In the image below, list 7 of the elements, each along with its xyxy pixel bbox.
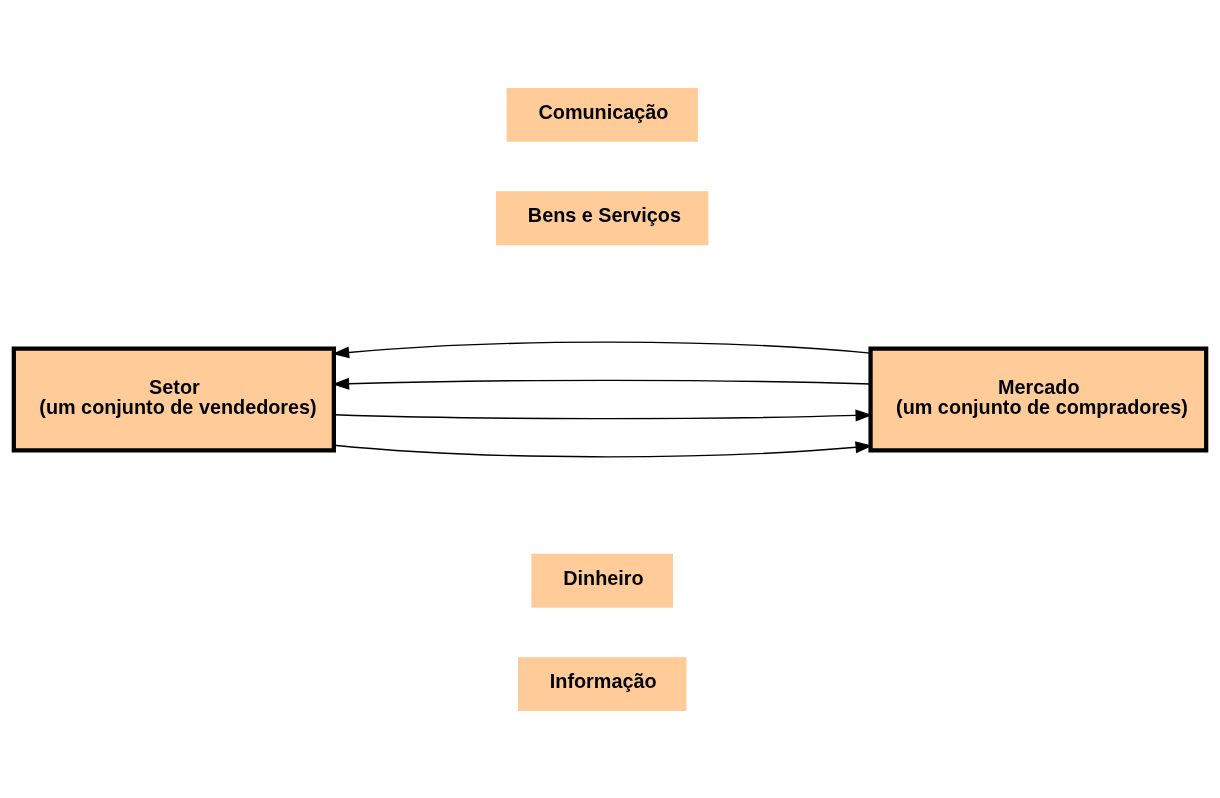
node-box: Bens e Serviços [496, 190, 709, 245]
node-box: Setor (um conjunto de vendedores) [11, 345, 336, 453]
node-box: Informação [517, 656, 687, 711]
arrow [333, 440, 873, 458]
node-box: Dinheiro [531, 553, 673, 608]
node-box: Comunicação [506, 87, 698, 142]
node-box: Mercado (um conjunto de compradores) [868, 345, 1209, 453]
